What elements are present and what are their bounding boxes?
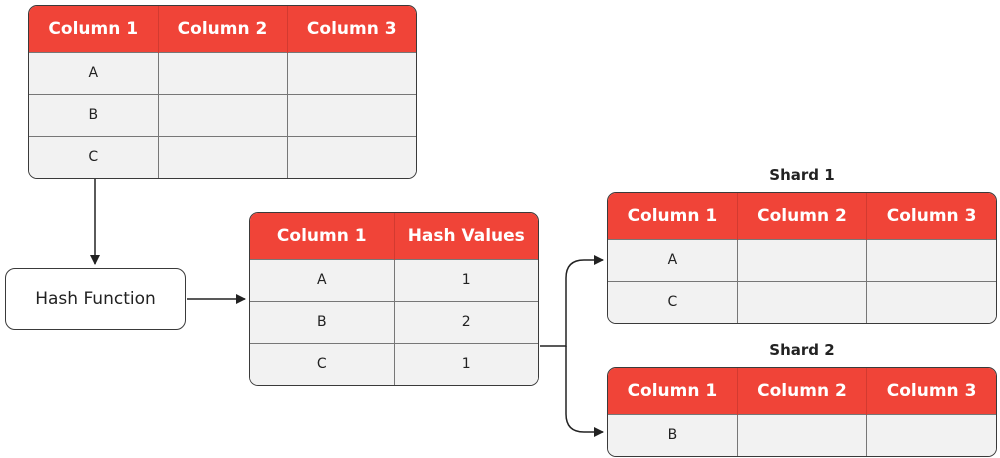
column-header: Column 1: [608, 193, 738, 239]
table-header-row: Column 1 Hash Values: [250, 213, 538, 259]
table-cell: [287, 51, 416, 94]
column-header: Column 2: [158, 6, 288, 52]
table-cell: [737, 413, 868, 456]
shard-1-table: Column 1 Column 2 Column 3 A C: [607, 192, 997, 324]
table-cell: [287, 93, 416, 136]
table-cell: [287, 135, 416, 178]
table-cell: [158, 93, 288, 136]
source-table: Column 1 Column 2 Column 3 A B C: [28, 5, 417, 179]
table-row: A: [29, 51, 416, 94]
table-row: A: [608, 238, 996, 281]
table-row: B 2: [250, 300, 538, 343]
shard-1-title: Shard 1: [769, 166, 835, 184]
table-cell: C: [29, 135, 159, 178]
table-row: C: [608, 280, 996, 323]
table-header-row: Column 1 Column 2 Column 3: [29, 6, 416, 52]
table-cell: C: [250, 342, 395, 385]
hash-function-label: Hash Function: [35, 289, 156, 309]
table-cell: [866, 413, 996, 456]
table-row: C: [29, 135, 416, 178]
column-header: Column 1: [250, 213, 395, 259]
table-cell: B: [29, 93, 159, 136]
table-cell: A: [608, 238, 738, 281]
hash-value-cell: 2: [394, 300, 538, 343]
hash-function-box: Hash Function: [5, 268, 186, 330]
table-cell: [737, 280, 868, 323]
table-cell: [866, 280, 996, 323]
table-header-row: Column 1 Column 2 Column 3: [608, 193, 996, 239]
arrow-hash-table-to-shard-2: [565, 346, 604, 437]
table-cell: B: [250, 300, 395, 343]
table-row: A 1: [250, 258, 538, 301]
column-header: Hash Values: [394, 213, 538, 259]
column-header: Column 2: [737, 193, 868, 239]
table-cell: [158, 135, 288, 178]
hash-value-cell: 1: [394, 342, 538, 385]
table-cell: A: [250, 258, 395, 301]
table-cell: [158, 51, 288, 94]
arrow-hash-table-to-shard-1: [540, 255, 604, 347]
column-header: Column 1: [29, 6, 159, 52]
table-header-row: Column 1 Column 2 Column 3: [608, 368, 996, 414]
table-row: B: [29, 93, 416, 136]
hash-values-table: Column 1 Hash Values A 1 B 2 C 1: [249, 212, 539, 386]
column-header: Column 3: [866, 193, 996, 239]
table-cell: A: [29, 51, 159, 94]
shard-2-title: Shard 2: [769, 341, 835, 359]
column-header: Column 3: [866, 368, 996, 414]
table-row: C 1: [250, 342, 538, 385]
table-cell: [866, 238, 996, 281]
hash-value-cell: 1: [394, 258, 538, 301]
column-header: Column 2: [737, 368, 868, 414]
shard-2-table: Column 1 Column 2 Column 3 B: [607, 367, 997, 457]
column-header: Column 1: [608, 368, 738, 414]
column-header: Column 3: [287, 6, 416, 52]
table-cell: C: [608, 280, 738, 323]
table-cell: B: [608, 413, 738, 456]
table-row: B: [608, 413, 996, 456]
table-cell: [737, 238, 868, 281]
